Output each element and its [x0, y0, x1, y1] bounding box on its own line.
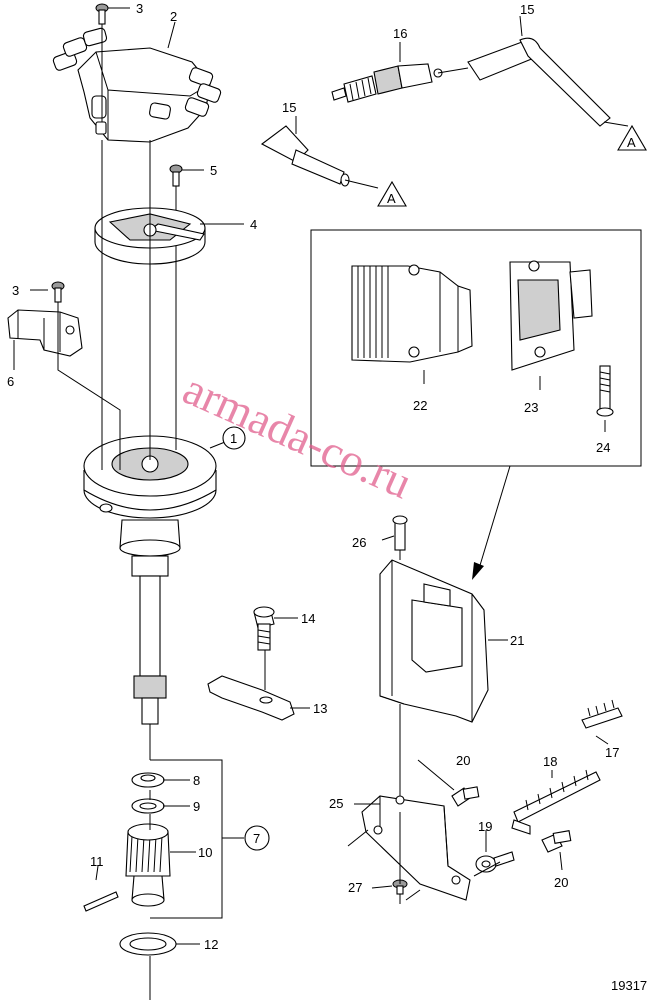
- screw-3-top: [95, 3, 109, 25]
- callout-4: 4: [250, 217, 257, 232]
- reference-marker-a-right: A: [617, 124, 647, 151]
- screw-5: [169, 164, 183, 187]
- terminal-strip-18: [511, 769, 601, 835]
- callout-9: 9: [193, 799, 200, 814]
- ignition-coil: [379, 515, 489, 723]
- callout-18: 18: [543, 754, 557, 769]
- callout-14: 14: [301, 611, 315, 626]
- coil-bracket: [361, 795, 471, 901]
- distributor-housing: [83, 435, 217, 725]
- callout-6: 6: [7, 374, 14, 389]
- svg-text:A: A: [387, 191, 396, 206]
- callout-26: 26: [352, 535, 366, 550]
- bolt-20-bottom: [541, 830, 572, 853]
- callout-labels: 1 2 3 3 4 5 6 7 8 9 10 11 12 13 14 15 15…: [7, 1, 619, 952]
- callout-11: 11: [90, 854, 104, 869]
- callout-13: 13: [313, 701, 327, 716]
- clamp-bolt: [253, 606, 275, 651]
- leader-lines: [57, 24, 629, 1000]
- callout-19: 19: [478, 819, 492, 834]
- callout-22: 22: [413, 398, 427, 413]
- callout-20-top: 20: [456, 753, 470, 768]
- svg-text:A: A: [627, 135, 636, 150]
- connector-17: [581, 699, 623, 729]
- callout-leaders: [13, 7, 609, 945]
- spark-plug-boot-15-right: [467, 37, 611, 127]
- callout-25: 25: [329, 796, 343, 811]
- spark-plug: [331, 63, 443, 103]
- callout-12: 12: [204, 937, 218, 952]
- spark-plug-boot-15-left: [260, 125, 350, 187]
- pickup-module: [7, 281, 83, 357]
- regulator-inset: [310, 229, 642, 467]
- bolt-20-top: [451, 786, 480, 807]
- callout-circle-7: [244, 825, 270, 851]
- callout-1: 1: [230, 431, 237, 446]
- drive-gear-parts: [83, 772, 177, 956]
- terminal-19: [475, 851, 515, 873]
- callout-7: 7: [253, 831, 260, 846]
- callout-15-right: 15: [520, 2, 534, 17]
- callout-8: 8: [193, 773, 200, 788]
- callout-24: 24: [596, 440, 610, 455]
- callout-10: 10: [198, 845, 212, 860]
- diagram-id: 19317: [611, 978, 647, 993]
- callout-17: 17: [605, 745, 619, 760]
- hold-down-clamp: [207, 675, 295, 721]
- callout-2: 2: [170, 9, 177, 24]
- callout-3-left: 3: [12, 283, 19, 298]
- reference-marker-a-left: A: [377, 180, 407, 207]
- callout-circle-1: [222, 426, 246, 450]
- callout-23: 23: [524, 400, 538, 415]
- distributor-cap: [52, 27, 222, 143]
- callout-5: 5: [210, 163, 217, 178]
- callout-3-top: 3: [136, 1, 143, 16]
- callout-20-bottom: 20: [554, 875, 568, 890]
- callout-21: 21: [510, 633, 524, 648]
- callout-15-left: 15: [282, 100, 296, 115]
- callout-27: 27: [348, 880, 362, 895]
- callout-16: 16: [393, 26, 407, 41]
